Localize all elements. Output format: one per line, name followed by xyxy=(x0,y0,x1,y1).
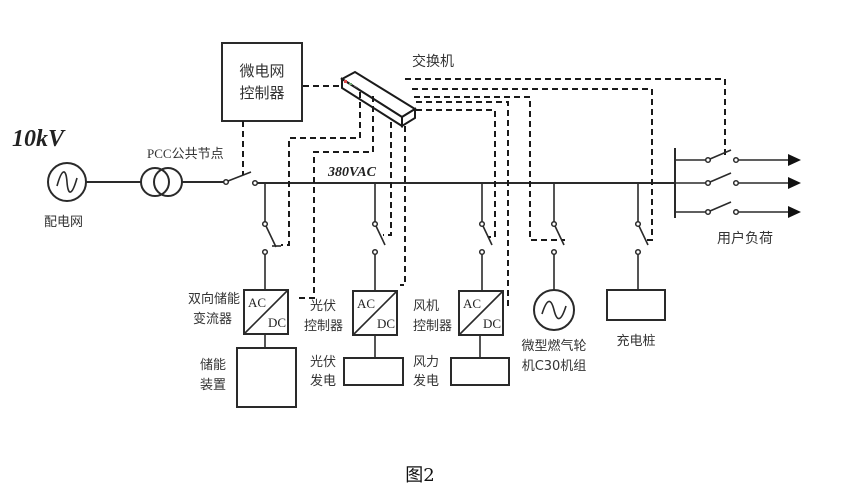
feeder-charging xyxy=(606,183,666,321)
feeder-wind: AC DC xyxy=(450,183,510,386)
bus-label: 380VAC xyxy=(327,165,377,180)
link-charging-breaker xyxy=(412,88,653,241)
controller-label-line2: 控制器 xyxy=(239,84,284,102)
link-wind-converter xyxy=(416,101,509,307)
storage-converter-label-1: 双向储能 xyxy=(188,291,240,307)
feeder-pv: AC DC xyxy=(343,183,404,386)
user-load-label: 用户负荷 xyxy=(717,230,773,247)
wind-converter-dc: DC xyxy=(483,316,501,331)
pv-converter-label-1: 光伏 xyxy=(310,299,336,314)
grid-source-label: 配电网 xyxy=(44,215,83,230)
link-wind-breaker xyxy=(416,109,496,238)
wind-converter-ac: AC xyxy=(463,296,481,311)
pv-converter-label-2: 控制器 xyxy=(304,319,343,334)
user-load-group xyxy=(674,148,801,218)
transformer-icon xyxy=(140,167,183,197)
network-switch-icon xyxy=(340,70,417,128)
feeder-storage: AC DC xyxy=(236,183,297,408)
pcc-label: PCC公共节点 xyxy=(147,146,224,161)
wind-converter-label-2: 控制器 xyxy=(413,319,452,334)
controller-label-line1: 微电网 xyxy=(239,62,284,80)
storage-device-label-2: 装置 xyxy=(200,378,226,393)
ac-source-icon xyxy=(47,162,87,202)
generator-icon xyxy=(533,289,575,331)
microturbine-label-1: 微型燃气轮 xyxy=(521,338,586,354)
link-microturbine-breaker xyxy=(414,96,565,241)
pv-device-label-1: 光伏 xyxy=(310,355,336,370)
charging-pile-label: 充电桩 xyxy=(616,333,655,349)
feeder-microturbine xyxy=(533,183,575,331)
voltage-label: 10kV xyxy=(12,126,66,152)
link-pv-converter xyxy=(400,126,406,286)
pv-device-label-2: 发电 xyxy=(310,373,336,389)
link-storage-converter xyxy=(298,96,374,299)
wind-device-box xyxy=(450,357,510,386)
link-load-breaker xyxy=(405,78,726,155)
storage-converter-ac: AC xyxy=(248,295,266,310)
pv-converter-ac: AC xyxy=(357,296,375,311)
microturbine-label-2: 机C30机组 xyxy=(522,359,587,374)
storage-device-label-1: 储能 xyxy=(200,358,226,373)
pv-converter-dc: DC xyxy=(377,316,395,331)
storage-converter-label-2: 变流器 xyxy=(193,311,232,327)
link-pv-breaker xyxy=(383,122,392,236)
switch-label: 交换机 xyxy=(412,53,454,70)
wind-converter-label-1: 风机 xyxy=(413,299,439,314)
wind-device-label-1: 风力 xyxy=(413,355,439,370)
storage-device-box xyxy=(236,347,297,408)
pcc-switch-icon xyxy=(222,171,259,187)
storage-converter-dc: DC xyxy=(268,315,286,330)
charging-pile-box xyxy=(606,289,666,321)
pv-device-box xyxy=(343,357,404,386)
wind-device-label-2: 发电 xyxy=(413,373,439,389)
microgrid-controller-box xyxy=(221,42,303,122)
link-storage-breaker xyxy=(281,92,361,246)
figure-caption: 图2 xyxy=(405,465,434,486)
